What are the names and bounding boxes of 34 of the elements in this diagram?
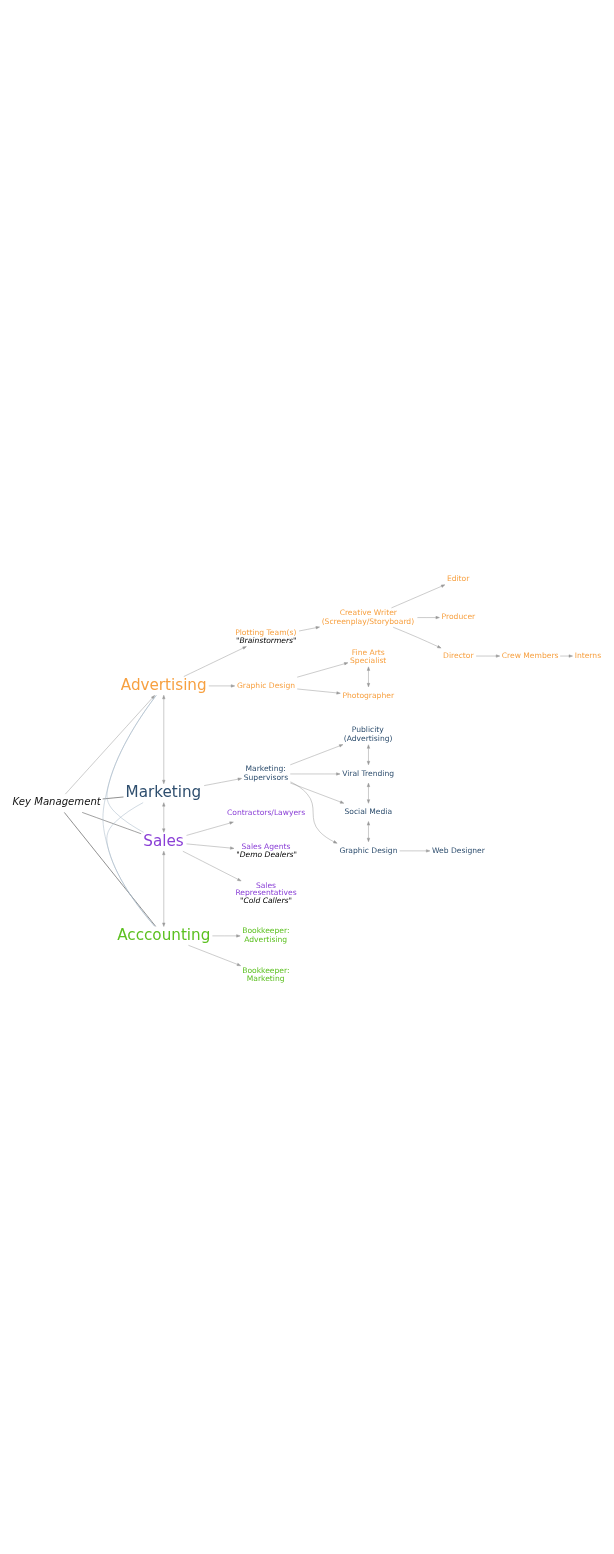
arrow xyxy=(186,843,235,850)
arrow xyxy=(162,850,166,927)
arrow xyxy=(212,933,241,937)
arrow xyxy=(290,781,338,843)
arrow xyxy=(391,584,446,608)
connector xyxy=(106,694,157,833)
arrow xyxy=(296,688,341,694)
arrow xyxy=(399,848,431,852)
arrow xyxy=(559,654,573,658)
arrow xyxy=(162,694,166,784)
arrow xyxy=(188,944,241,966)
arrow xyxy=(290,743,344,765)
arrow xyxy=(392,626,442,648)
arrow xyxy=(367,744,370,765)
arrow xyxy=(296,661,349,677)
arrow xyxy=(290,782,345,803)
node-text: Acccounting xyxy=(117,925,211,944)
node-text: Key Management xyxy=(12,795,101,807)
connector xyxy=(106,801,156,927)
arrow xyxy=(183,645,247,677)
arrow xyxy=(367,782,370,803)
connector xyxy=(102,694,157,927)
arrow xyxy=(367,666,370,687)
arrow xyxy=(65,694,155,794)
node-text: Sales xyxy=(143,831,184,850)
arrow xyxy=(162,801,166,833)
node-text: Marketing xyxy=(125,782,202,801)
node-text: Advertising xyxy=(120,675,207,694)
arrow xyxy=(186,821,234,836)
arrow xyxy=(417,615,440,619)
arrow xyxy=(298,625,320,631)
arrow xyxy=(182,850,242,881)
arrow xyxy=(203,777,242,786)
arrow xyxy=(367,820,370,842)
